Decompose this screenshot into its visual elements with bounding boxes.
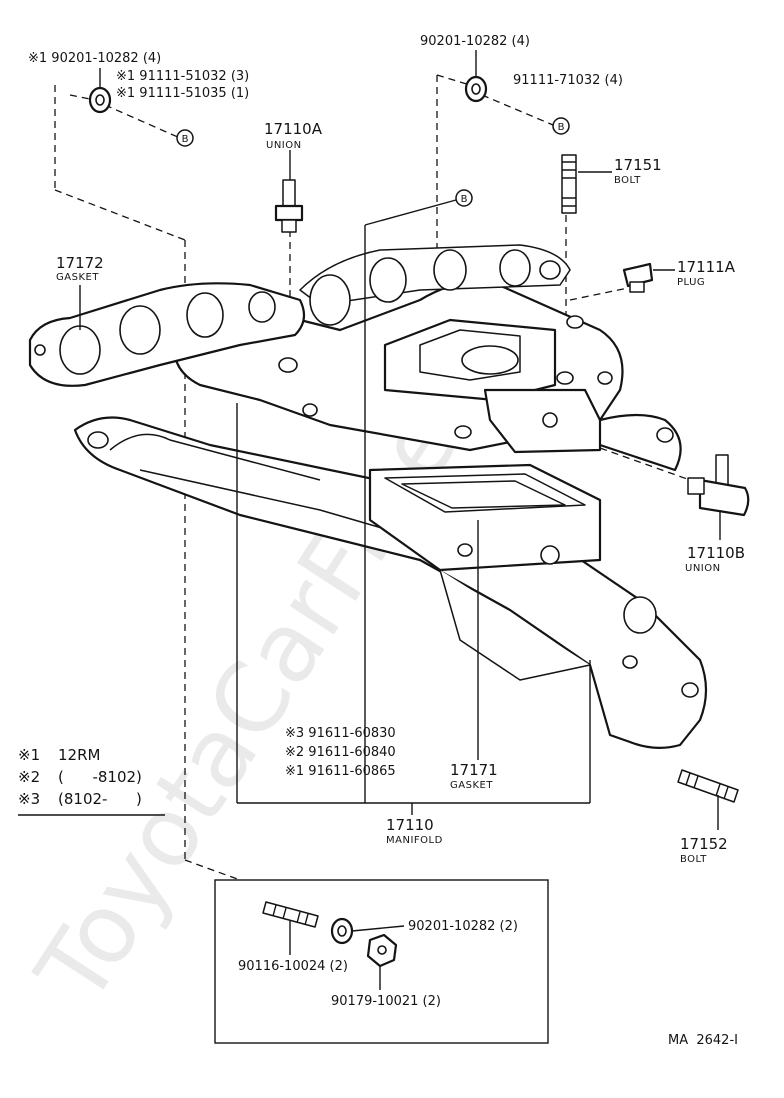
bolt-17152-drawing	[677, 769, 739, 803]
part-name-17110a: UNION	[266, 140, 302, 151]
box-washer-drawing	[330, 917, 354, 945]
ref-marker-b-2: B	[552, 117, 570, 135]
part-name-17151: BOLT	[614, 175, 641, 186]
part-name-17110b: UNION	[685, 563, 721, 574]
ref-marker-b-1: B	[176, 129, 194, 147]
sub-assembly-box	[214, 879, 549, 1044]
leader-lines	[79, 50, 721, 990]
drawing-code: MA 2642-I	[668, 1033, 738, 1048]
note-2-text: ( -8102)	[58, 768, 142, 786]
note-2-mark: ※2	[18, 768, 40, 786]
part-number-17110b: 17110B	[687, 544, 745, 562]
gasket-17172-drawing	[28, 282, 306, 387]
part-number-17111a: 17111A	[677, 258, 736, 276]
svg-text:B: B	[182, 134, 189, 145]
part-number-17172: 17172	[56, 254, 104, 272]
note-3-text: (8102- )	[58, 790, 142, 808]
part-number-17110: 17110	[386, 816, 434, 834]
plug-17111a-drawing	[622, 262, 654, 293]
part-number-17151: 17151	[614, 156, 662, 174]
part-number-17171: 17171	[450, 761, 498, 779]
callout-washer-left: ※1 90201-10282 (4)	[28, 51, 161, 66]
labels: ※1 90201-10282 (4) ※1 91111-51032 (3) ※1…	[18, 34, 745, 1048]
part-name-17172: GASKET	[56, 272, 99, 283]
bolt-17151-drawing	[561, 154, 577, 214]
svg-text:B: B	[461, 194, 468, 205]
box-nut-drawing	[366, 933, 398, 968]
callout-sub-2: ※2 91611-60840	[285, 745, 396, 760]
callout-box-nut: 90179-10021 (2)	[331, 994, 441, 1009]
callout-stud-left-2: ※1 91111-51035 (1)	[116, 86, 249, 101]
part-name-17171: GASKET	[450, 780, 493, 791]
union-17110b-drawing	[687, 454, 750, 517]
note-1-mark: ※1	[18, 746, 40, 764]
note-1-text: 12RM	[58, 746, 100, 764]
callout-sub-1: ※1 91611-60865	[285, 764, 396, 779]
part-number-17152: 17152	[680, 835, 728, 853]
callout-box-stud: 90116-10024 (2)	[238, 959, 348, 974]
callout-box-washer: 90201-10282 (2)	[408, 919, 518, 934]
washer-top-drawing	[464, 75, 488, 103]
callout-stud-top: 91111-71032 (4)	[513, 73, 623, 88]
callout-washer-top: 90201-10282 (4)	[420, 34, 530, 49]
note-3-mark: ※3	[18, 790, 40, 808]
part-name-17110: MANIFOLD	[386, 835, 443, 846]
part-name-17111a: PLUG	[677, 277, 705, 288]
callout-stud-left-1: ※1 91111-51032 (3)	[116, 69, 249, 84]
union-17110a-drawing	[274, 179, 304, 233]
washer-left-drawing	[88, 86, 112, 114]
part-name-17152: BOLT	[680, 854, 707, 865]
ref-marker-b-3: B	[455, 189, 473, 207]
callout-sub-3: ※3 91611-60830	[285, 726, 396, 741]
part-number-17110a: 17110A	[264, 120, 323, 138]
svg-text:B: B	[558, 122, 565, 133]
box-stud-drawing	[262, 901, 319, 928]
